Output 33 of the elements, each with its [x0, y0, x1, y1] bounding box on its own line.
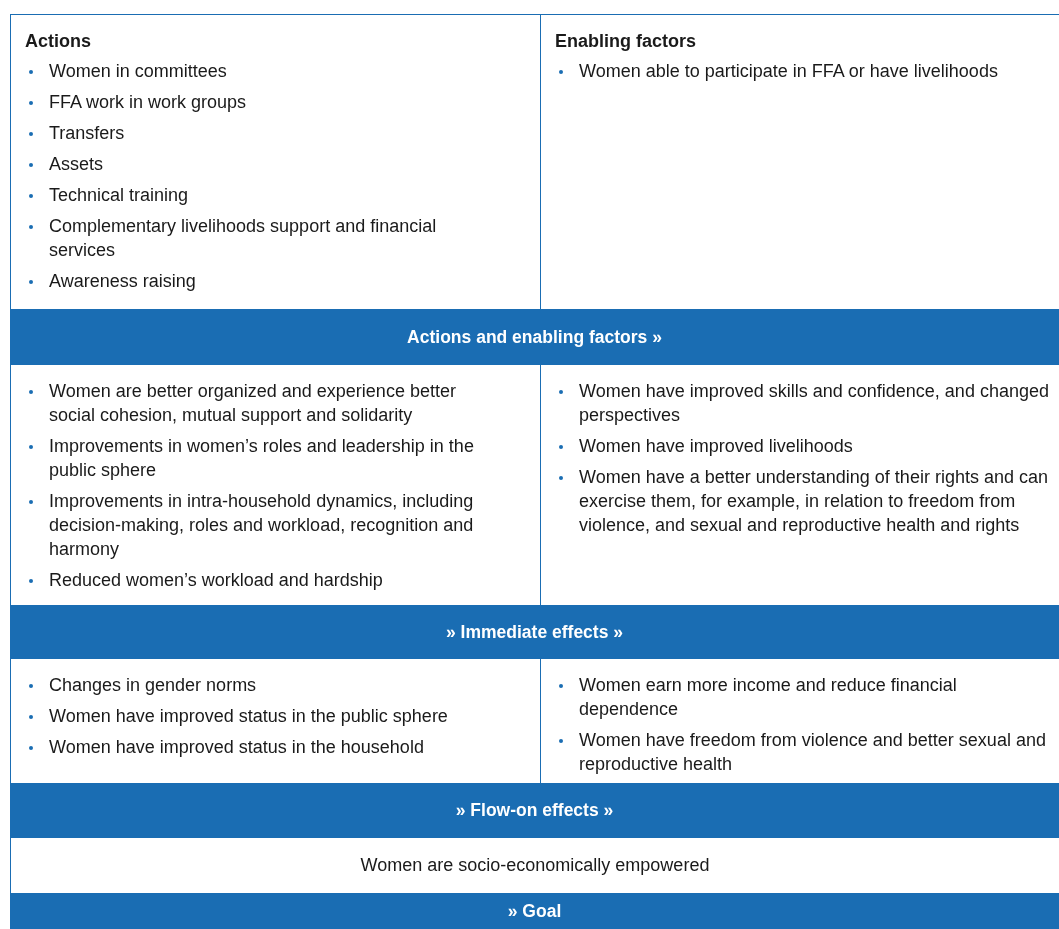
bullet-item: Reduced women’s workload and hardship — [49, 569, 384, 592]
bullet-item: Changes in gender norms — [49, 674, 258, 697]
bullet-item: Women earn more income and reduce financial dependence — [579, 674, 958, 721]
bullet-item: FFA work in work groups — [49, 91, 248, 114]
bullet-item: Transfers — [49, 122, 126, 145]
bullet-item: Women have improved livelihoods — [579, 435, 854, 458]
stage-band — [10, 309, 1059, 365]
bullet-item: Women have improved status in the public sphere — [49, 705, 449, 728]
bullet-item: Women in committees — [49, 60, 228, 83]
column-heading: Actions — [25, 30, 92, 53]
outcome-text: Women are socio-economically empowered — [360, 855, 710, 876]
bullet-item: Women have improved status in the household — [49, 736, 425, 759]
bullet-item: Complementary livelihoods support and financial services — [49, 215, 438, 262]
band-label: Actions and enabling factors » — [407, 326, 662, 348]
bullet-item: Awareness raising — [49, 270, 197, 293]
table-cell — [540, 14, 1059, 309]
table-cell — [10, 14, 540, 309]
column-heading: Enabling factors — [555, 30, 698, 53]
bullet-item: Improvements in women’s roles and leadership in the public sphere — [49, 435, 475, 482]
band-label: » Goal — [507, 900, 562, 922]
stage-band — [10, 783, 1059, 838]
bullet-item: Assets — [49, 153, 105, 176]
bullet-item: Women able to participate in FFA or have livelihoods — [579, 60, 999, 83]
band-label: » Immediate effects » — [446, 621, 623, 643]
bullet-item: Improvements in intra-household dynamics, including decision-making, roles and workload, recognition and harmony — [49, 490, 475, 561]
stage-band — [10, 605, 1059, 659]
bullet-item: Women are better organized and experience better social cohesion, mutual support and solidarity — [49, 380, 457, 427]
bullet-item: Women have a better understanding of their rights and can exercise them, for example, in relation to freedom from violence, and sexual and reproductive health and rights — [579, 466, 1049, 537]
bullet-item: Technical training — [49, 184, 190, 207]
stage-band — [10, 893, 1059, 929]
bullet-item: Women have improved skills and confidence, and changed perspectives — [579, 380, 1050, 427]
band-label: » Flow-on effects » — [455, 800, 614, 821]
bullet-item: Women have freedom from violence and better sexual and reproductive health — [579, 729, 1047, 776]
